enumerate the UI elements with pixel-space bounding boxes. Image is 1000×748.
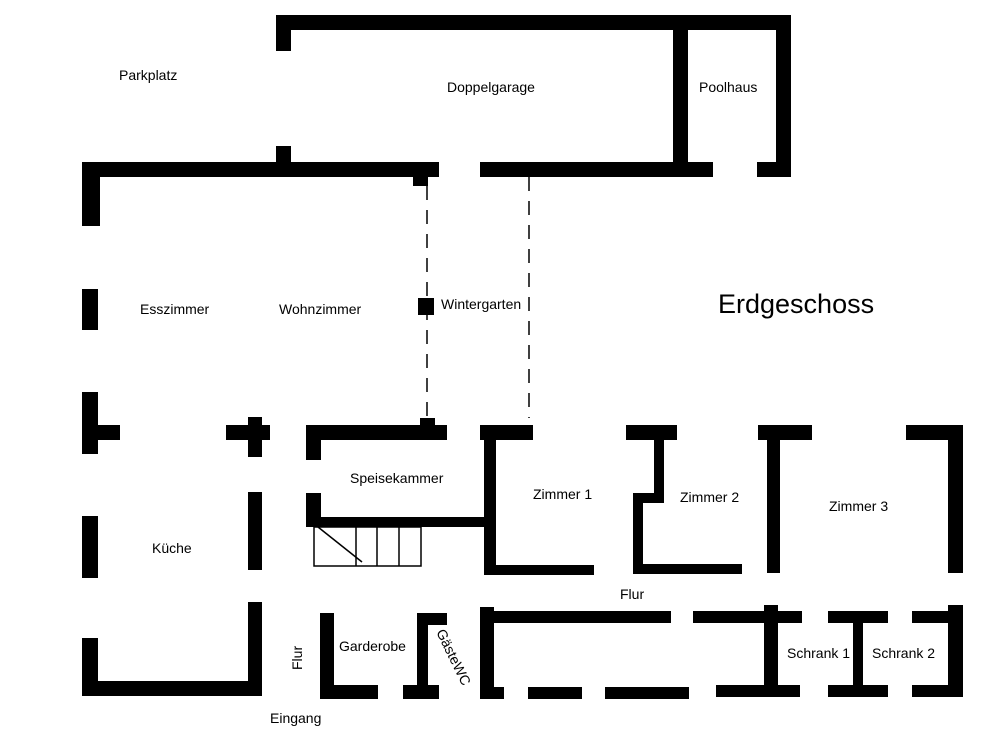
house-left-wall-4 (82, 516, 98, 578)
wc-right-wall (480, 607, 494, 699)
staircase (313, 526, 422, 567)
kitchen-right-wall-bottom (248, 602, 262, 696)
garage-bottom-wall-right (480, 162, 713, 177)
label-wohnzimmer: Wohnzimmer (279, 301, 362, 317)
label-zimmer1: Zimmer 1 (533, 486, 592, 502)
house-top-wall (82, 162, 439, 177)
schrank1-right-wall (853, 611, 863, 697)
pantry-walls (306, 418, 491, 527)
flur-top-wall-1 (480, 611, 671, 623)
label-speisekammer: Speisekammer (350, 470, 444, 486)
garderobe-bottom-wall (320, 685, 378, 699)
label-gaestewc: GästeWC (433, 626, 474, 688)
poolhaus-right-wall (776, 15, 791, 177)
label-zimmer2: Zimmer 2 (680, 489, 739, 505)
lower-walls (480, 605, 963, 699)
wintergarten-post-bottom (420, 418, 435, 432)
label-schrank2: Schrank 2 (872, 645, 935, 661)
zimmer2-left-lower (633, 493, 643, 573)
bottom-wall-2 (528, 687, 582, 699)
pantry-bottom-wall (306, 517, 491, 527)
zimmer2-top-wall (626, 425, 677, 440)
flur-top-wall-2 (693, 611, 802, 623)
poolhaus-bottom-right (757, 162, 791, 177)
kitchen-cross-v (248, 417, 262, 457)
label-doppelgarage: Doppelgarage (447, 79, 535, 95)
flur-right-wall (948, 605, 963, 697)
house-left-stub (82, 425, 120, 440)
garderobe-left-wall (320, 613, 334, 699)
zimmer2-bottom-wall (633, 564, 742, 574)
garage-left-wall-upper (276, 15, 291, 51)
zimmer1-bottom-wall (484, 565, 594, 575)
pantry-top-wall (306, 425, 447, 440)
label-zimmer3: Zimmer 3 (829, 498, 888, 514)
label-garderobe: Garderobe (339, 638, 406, 654)
zimmer2-walls (626, 425, 742, 574)
entry-walls (320, 613, 447, 699)
zimmer2-left-upper (654, 425, 664, 497)
label-wintergarten: Wintergarten (441, 296, 521, 312)
zimmer3-walls (758, 425, 963, 573)
garage-top-wall (276, 15, 791, 30)
house-left-wall-3 (82, 392, 98, 454)
label-eingang: Eingang (270, 710, 321, 726)
schrank1-left-wall (764, 605, 778, 697)
pantry-left-wall-upper (306, 425, 321, 460)
zimmer1-left-wall (484, 425, 496, 575)
bottom-wall-4 (716, 685, 800, 697)
label-kueche: Küche (152, 540, 192, 556)
house-walls (82, 162, 439, 696)
label-flur-entry: Flur (289, 646, 305, 670)
kitchen-right-wall-mid (248, 492, 262, 570)
wintergarten (418, 177, 530, 418)
stair-outline (313, 526, 422, 567)
label-flur-main: Flur (620, 586, 644, 602)
stair-diagonal (317, 526, 363, 563)
floor-title: Erdgeschoss (718, 289, 874, 319)
wc-bottom-left (403, 685, 439, 699)
bottom-wall-6 (912, 685, 963, 697)
zimmer2-jog (633, 493, 664, 503)
label-schrank1: Schrank 1 (787, 645, 850, 661)
zimmer3-left-wall (767, 425, 780, 573)
zimmer1-walls (480, 425, 594, 575)
house-left-wall-1 (82, 162, 100, 226)
wc-left-wall (417, 613, 428, 699)
zimmer3-top-left-wall (758, 425, 812, 440)
house-left-wall-2 (82, 289, 98, 330)
label-parkplatz: Parkplatz (119, 67, 177, 83)
bottom-wall-3 (605, 687, 689, 699)
garage-pool-divider (673, 15, 688, 177)
house-bottom-wall (82, 681, 262, 696)
label-esszimmer: Esszimmer (140, 301, 210, 317)
zimmer3-right-wall (948, 425, 963, 573)
wintergarten-column (418, 298, 434, 315)
label-poolhaus: Poolhaus (699, 79, 757, 95)
garage-walls (276, 15, 791, 177)
wintergarten-post-top (413, 162, 428, 186)
